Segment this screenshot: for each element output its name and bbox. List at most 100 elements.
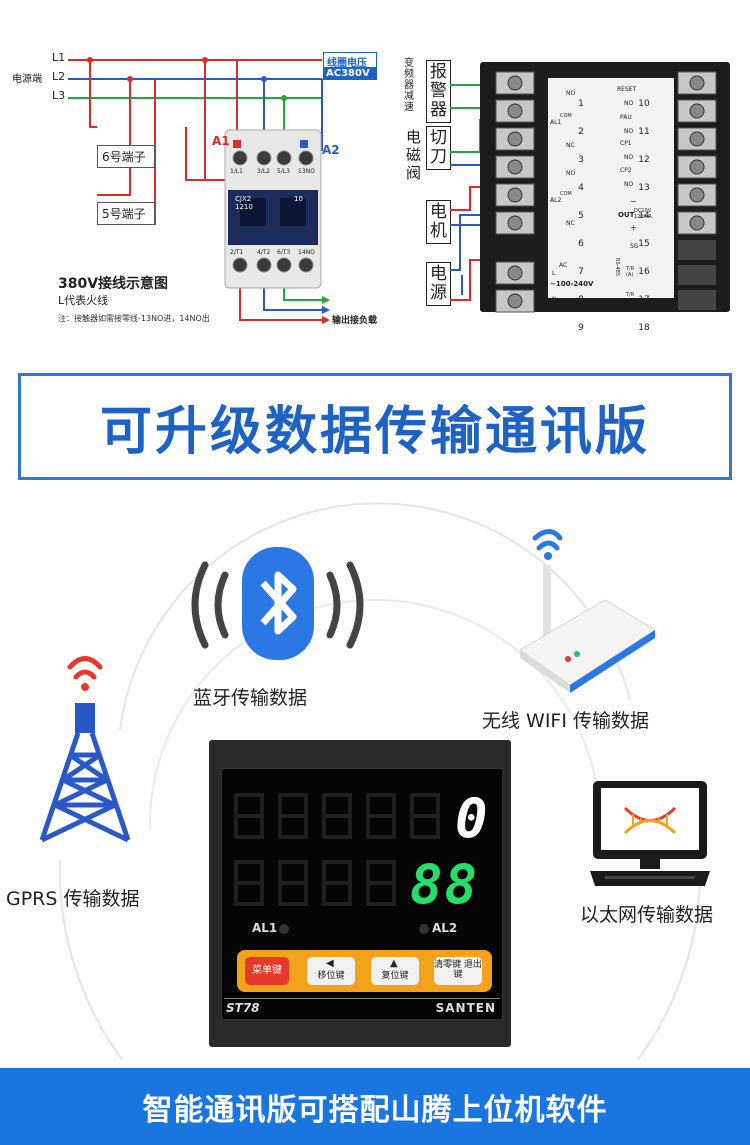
tnum-14: 14 [638,211,650,221]
line-l2-label: L2 [52,70,66,83]
contactor-model: CJX2 1210 [235,195,253,211]
tnum-6: 6 [578,239,584,249]
contactor-bottom-3: 6/T3 [277,249,291,256]
title-banner: 可升级数据传输通讯版 [18,373,732,480]
tnum-10: 10 [638,99,650,109]
wifi-router-icon [519,529,656,693]
al1-text: AL1 [550,119,562,126]
minus-text: − [630,197,637,206]
no10-text: NO [624,100,634,107]
al2-text: AL2 [550,197,562,204]
model-label: ST78 [226,1001,260,1015]
power-label: 电源 [426,262,451,306]
display-bottom-value: 88 [410,853,480,916]
up-arrow-icon: ▲ [390,958,398,969]
brand-label: SANTEN [435,1001,496,1015]
al2-indicator-label: AL2 [432,921,458,935]
button-bar: 菜单键 ◀ 移位键 ▲ 复位键 清零键 退出键 [237,950,492,992]
contactor-count: 10 [294,195,303,203]
page-title: 可升级数据传输通讯版 [99,402,650,462]
shift-button[interactable]: ◀ 移位键 [307,957,355,985]
diagram-title: 380V接线示意图 [58,276,169,292]
cutter-label: 切刀 [426,126,451,170]
coil-voltage-value: AC380V [323,67,377,80]
wiring-note: 注：接触器如需接零线-13NO进，14NO出 [58,314,210,323]
a1-label: A1 [212,134,230,148]
alarm-label: 报警器 [426,60,451,123]
l-note: L代表火线 [58,294,109,307]
contactor-bottom-2: 4/T2 [257,249,271,256]
out-spec-text: DC10V 120mA [634,208,652,220]
inverter-label: 变频器减速 [404,58,414,113]
tr-a-text: T/R (A) [626,266,635,278]
tnum-8: 8 [578,295,584,305]
reset-text: RESET [617,86,637,93]
terminal-panel-svg [450,62,730,313]
reset-button[interactable]: ▲ 复位键 [371,957,419,985]
rs485-text: RS-485 [614,258,620,276]
tnum-7: 7 [578,267,584,277]
tnum-3: 3 [578,155,584,165]
menu-button[interactable]: 菜单键 [245,957,289,985]
tnum-18: 18 [638,323,650,333]
output-load-label: 输出接负载 [332,316,378,326]
contactor-top-4: 13NO [298,168,315,175]
ac-text: AC [559,262,568,269]
bluetooth-label: 蓝牙传输数据 [193,687,308,709]
tnum-2: 2 [578,127,584,137]
features-decoration-svg [58,502,701,1060]
terminal-numbers-left: 1 2 3 4 5 6 7 8 9 [575,90,587,342]
nc2-text: NC [566,220,575,227]
a2-label: A2 [322,143,340,157]
gprs-label: GPRS 传输数据 [6,888,140,910]
line-l3-label: L3 [52,89,66,102]
tnum-12: 12 [638,155,650,165]
model-strip: ST78 SANTEN [224,998,500,1018]
contactor-top-3: 5/L3 [277,168,290,175]
wiring-diagram: L1 L2 L3 电源端 线圈电压 AC380V A1 A2 6号端子 5号端子… [0,0,750,340]
tnum-16: 16 [638,267,650,277]
tnum-5: 5 [578,211,584,221]
footer-bar: 智能通讯版可搭配山腾上位机软件 [0,1068,750,1145]
contactor-top-2: 3/L2 [257,168,270,175]
ethernet-label: 以太网传输数据 [580,904,714,926]
no1-text: NO [566,90,576,97]
no11-text: NO [624,128,634,135]
clear-exit-button[interactable]: 清零键 退出键 [434,957,482,985]
tnum-9: 9 [578,323,584,333]
tnum-13: 13 [638,183,650,193]
computer-icon [590,781,710,886]
solenoid-label: 电磁阀 [406,128,422,182]
nc1-text: NC [566,142,575,149]
contactor-top-1: 1/L1 [230,168,243,175]
ac-n-text: N [552,296,557,303]
wifi-label: 无线 WIFI 传输数据 [482,710,650,732]
com2-text: COM [560,191,572,197]
pau-text: PAU [620,114,632,121]
terminal5-label: 5号端子 [97,202,155,225]
al1-indicator-label: AL1 [252,921,278,935]
tnum-17: 17 [638,295,650,305]
ac-l-text: L [552,270,556,277]
cp2-text: CP2 [620,167,632,174]
wiring-svg [68,57,330,324]
gprs-tower-icon [39,656,131,843]
no13-text: NO [624,181,634,188]
contactor-bottom-4: 14NO [298,249,315,256]
display-svg [234,793,440,934]
bluetooth-icon [191,547,364,660]
reset-button-label: 复位键 [381,971,409,981]
power-side-label: 电源端 [12,74,42,85]
motor-label: 电机 [426,200,451,244]
terminal6-label: 6号端子 [97,145,155,168]
no12-text: NO [624,154,634,161]
plus-text: + [630,223,637,232]
com1-text: COM [560,113,572,119]
footer-text: 智能通讯版可搭配山腾上位机软件 [142,1092,608,1128]
tnum-4: 4 [578,183,584,193]
contactor-bottom-1: 2/T1 [230,249,244,256]
ac-range-text: ~100-240V [550,280,594,288]
no4-text: NO [566,170,576,177]
out-text: OUT [618,211,635,219]
tnum-11: 11 [638,127,650,137]
